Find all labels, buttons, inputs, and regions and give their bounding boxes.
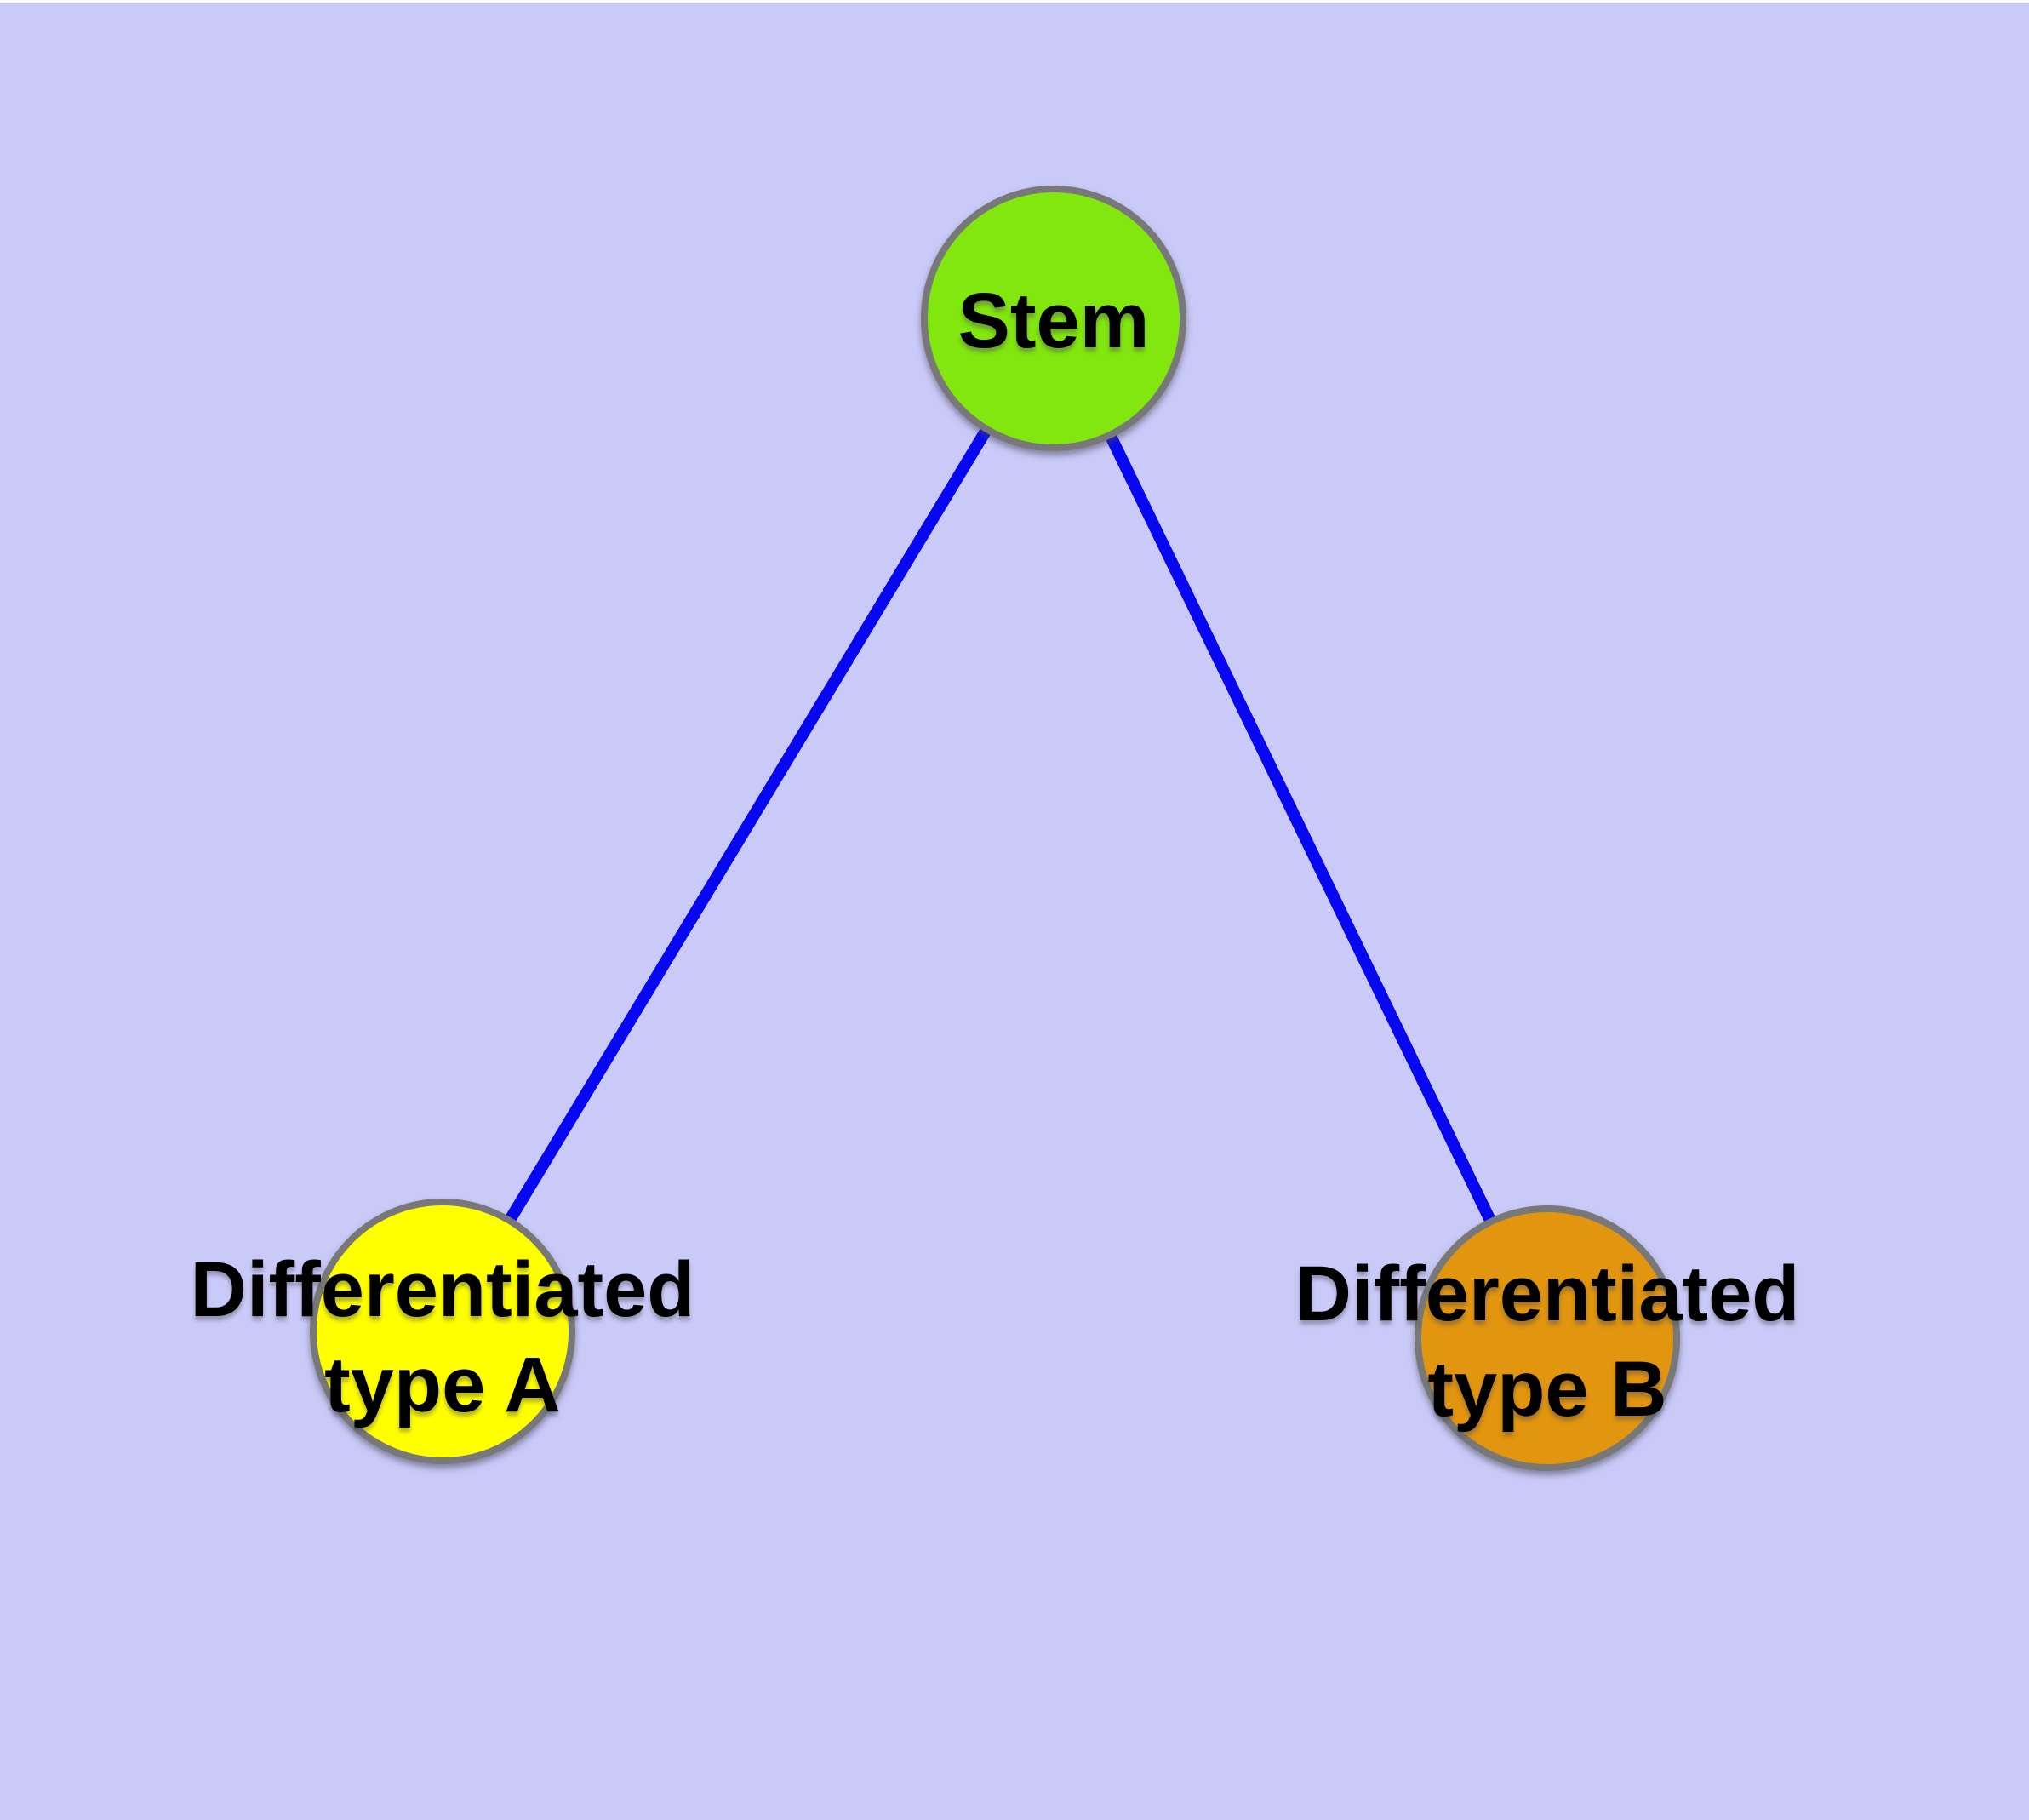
edge-stem-to-type-a <box>437 312 1060 1337</box>
node-differentiated-type-a[interactable] <box>310 1199 575 1464</box>
top-margin-strip <box>0 0 2029 3</box>
node-stem[interactable] <box>921 186 1186 451</box>
node-differentiated-type-b[interactable] <box>1415 1205 1680 1471</box>
edge-stem-to-type-b <box>1048 312 1553 1344</box>
